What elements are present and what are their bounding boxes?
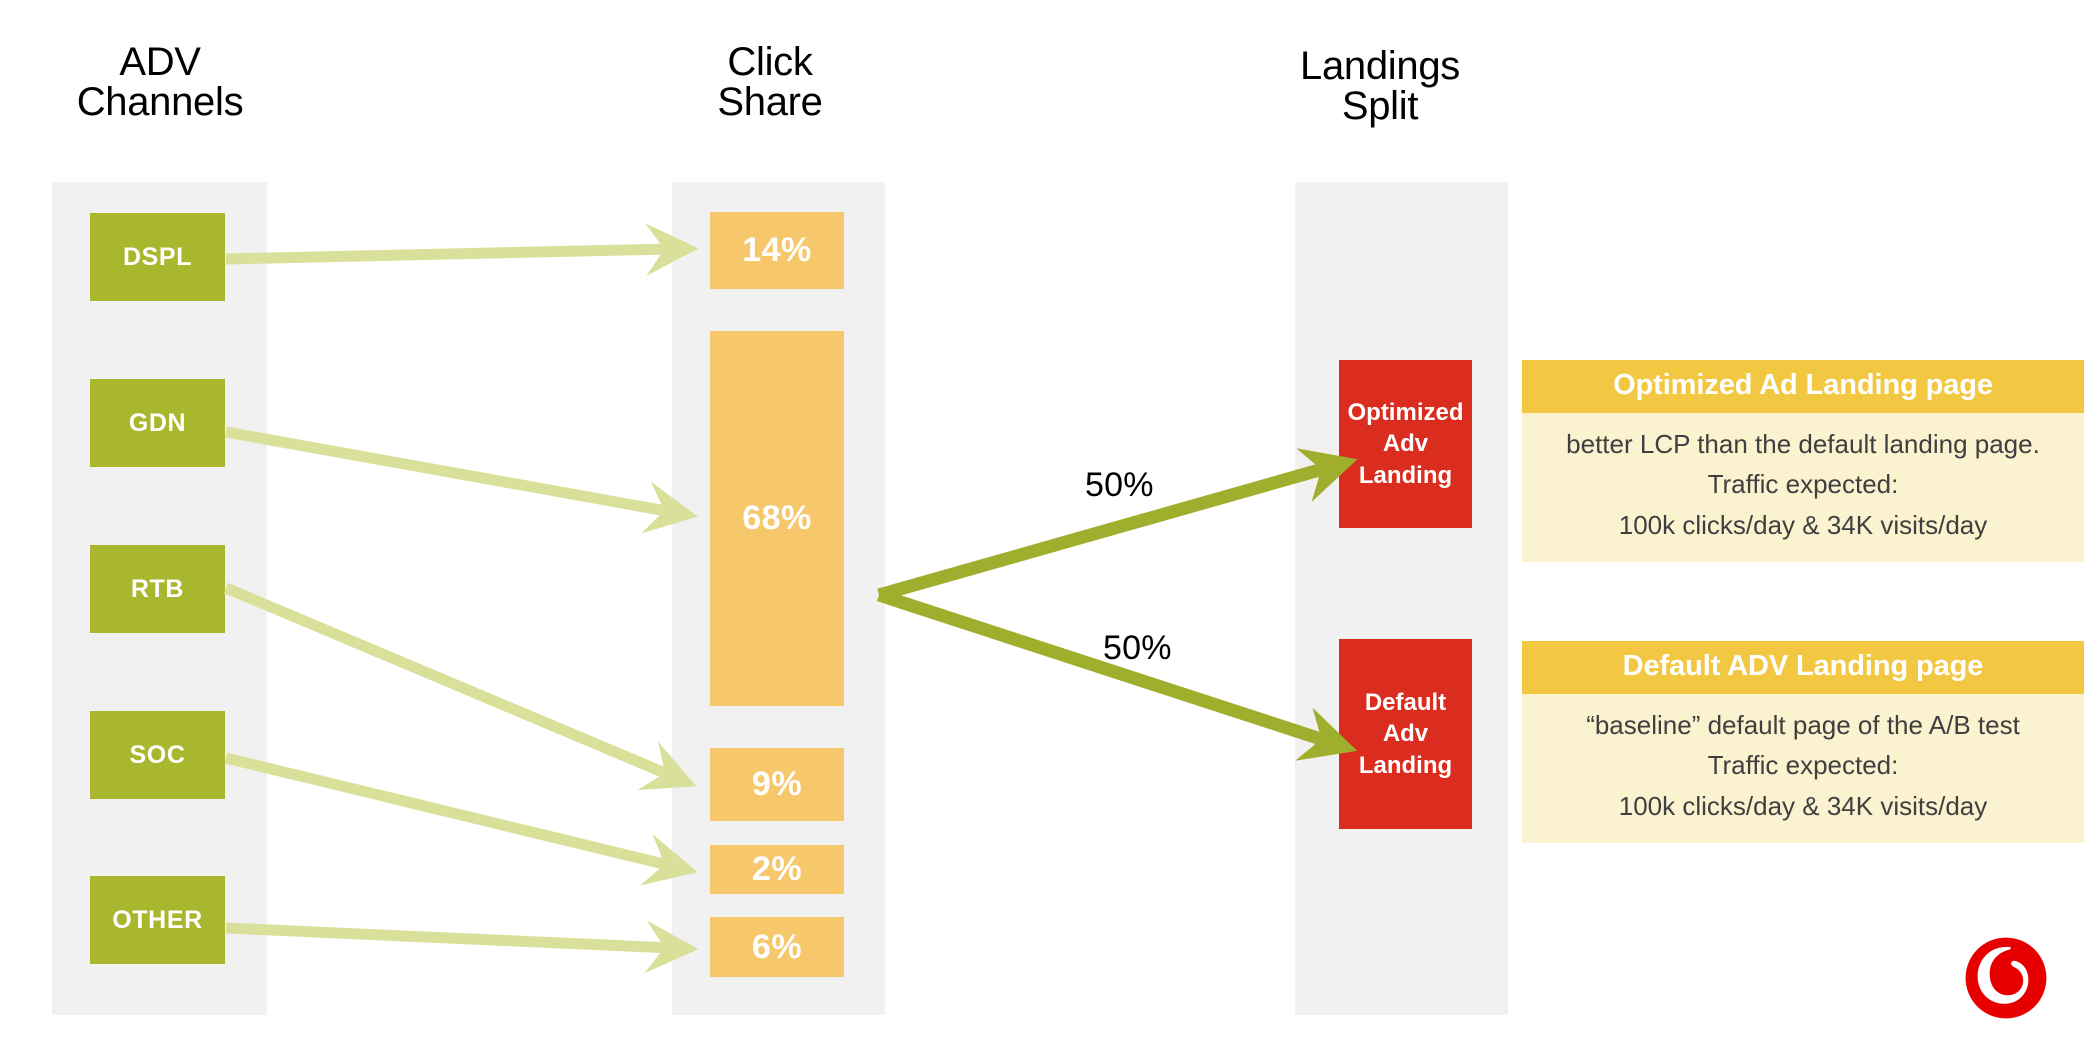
channel-label: GDN	[128, 408, 187, 437]
column-title-landings-line1: Landings	[1300, 44, 1460, 88]
channel-label: OTHER	[112, 905, 203, 934]
channel-box-rtb[interactable]: RTB	[90, 545, 225, 633]
arrow-split-to-default	[876, 588, 1358, 761]
channel-box-gdn[interactable]: GDN	[90, 379, 225, 467]
info-card-line2: Traffic expected:	[1707, 469, 1899, 500]
info-card-default-adv-landing-page: Default ADV Landing page “baseline” defa…	[1522, 641, 2084, 843]
channel-label: DSPL	[122, 242, 193, 271]
click-share-bar-rtb[interactable]: 9%	[710, 748, 844, 821]
column-title-adv-line2: Channels	[76, 80, 244, 124]
arrow-rtb-to-9	[223, 582, 697, 791]
column-title-click-line2: Share	[717, 80, 823, 124]
arrow-soc-to-2	[224, 752, 698, 886]
info-card-title: Optimized Ad Landing page	[1522, 360, 2084, 413]
info-card-line2: Traffic expected:	[1707, 750, 1899, 781]
column-title-adv-channels: ADV Channels	[10, 42, 310, 122]
click-share-value: 68%	[742, 499, 812, 537]
info-card-line1: better LCP than the default landing page…	[1566, 429, 2040, 459]
landing-box-default-adv-landing[interactable]: Default Adv Landing	[1339, 639, 1472, 829]
click-share-value: 9%	[751, 765, 803, 803]
landing-label-line3: Landing	[1358, 461, 1453, 489]
landing-label-line1: Default	[1364, 689, 1447, 717]
info-card-title: Default ADV Landing page	[1522, 641, 2084, 694]
landing-label-line1: Optimized	[1347, 399, 1464, 427]
click-share-bar-soc[interactable]: 2%	[710, 845, 844, 894]
channel-label: RTB	[130, 574, 185, 603]
arrow-gdn-to-68	[225, 426, 698, 534]
column-title-landings-split: Landings Split	[1230, 46, 1530, 126]
landing-box-optimized-adv-landing[interactable]: Optimized Adv Landing	[1339, 360, 1472, 528]
info-card-optimized-ad-landing-page: Optimized Ad Landing page better LCP tha…	[1522, 360, 2084, 562]
split-label-optimized: 50%	[1085, 466, 1154, 504]
column-title-landings-line2: Split	[1341, 84, 1419, 128]
info-card-body: “baseline” default page of the A/B test …	[1522, 694, 2084, 843]
landing-label-line2: Adv	[1382, 720, 1429, 748]
info-card-line3: 100k clicks/day & 34K visits/day	[1618, 509, 1988, 540]
channel-box-other[interactable]: OTHER	[90, 876, 225, 964]
click-share-bar-other[interactable]: 6%	[710, 917, 844, 977]
column-title-click-share: Click Share	[620, 42, 920, 122]
info-card-line1: “baseline” default page of the A/B test	[1586, 710, 2020, 740]
channel-box-dspl[interactable]: DSPL	[90, 213, 225, 301]
arrow-other-to-6	[225, 920, 699, 974]
landing-label-line2: Adv	[1382, 430, 1429, 458]
column-title-adv-line1: ADV	[119, 40, 201, 84]
vodafone-logo	[1965, 937, 2047, 1019]
channel-box-soc[interactable]: SOC	[90, 711, 225, 799]
click-share-value: 2%	[751, 850, 803, 888]
column-title-click-line1: Click	[727, 40, 813, 84]
click-share-value: 6%	[751, 927, 803, 966]
arrow-dspl-to-14	[225, 223, 699, 276]
landing-label-line3: Landing	[1358, 751, 1453, 779]
channel-label: SOC	[129, 740, 186, 769]
click-share-value: 14%	[742, 231, 812, 269]
click-share-bar-gdn[interactable]: 68%	[710, 331, 844, 706]
click-share-bar-dspl[interactable]: 14%	[710, 212, 844, 289]
column-background-landings-split	[1295, 182, 1508, 1015]
split-label-default: 50%	[1103, 629, 1172, 667]
info-card-line3: 100k clicks/day & 34K visits/day	[1618, 790, 1988, 821]
info-card-body: better LCP than the default landing page…	[1522, 413, 2084, 562]
